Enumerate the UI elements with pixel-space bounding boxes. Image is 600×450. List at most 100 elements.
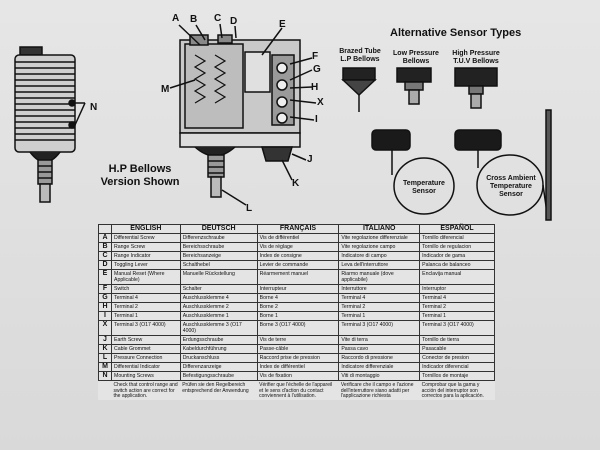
header-english: ENGLISH [111, 224, 181, 234]
table-cell: Terminal 2 [419, 302, 495, 312]
part-label-f: F [312, 51, 319, 62]
part-label-i: I [315, 114, 318, 125]
sensor-label-cross-2: Temperature [490, 183, 532, 190]
table-cell: Borne 1 [256, 311, 340, 321]
part-label-g: G [313, 64, 321, 75]
sensor-label-temp-1: Temperature [403, 180, 445, 187]
table-cell: Enclavija manual [419, 269, 495, 285]
table-cell: Range Screw [111, 242, 181, 252]
table-cell: Differenzschraube [179, 233, 258, 243]
table-cell: Switch [111, 284, 181, 294]
row-letter: L [98, 353, 112, 363]
table-cell: Bereichsschraube [179, 242, 258, 252]
part-label-l: L [246, 203, 253, 214]
header-letter [98, 224, 112, 234]
sensor-label-lp-1: Low Pressure [393, 50, 439, 57]
table-cell: Differential Indicator [111, 362, 181, 372]
sensor-label-cross-1: Cross Ambient [486, 175, 536, 182]
row-letter: I [98, 311, 112, 321]
part-label-e: E [279, 19, 286, 30]
row-letter: G [98, 293, 112, 303]
table-cell: Kabeldurchführung [179, 344, 258, 354]
table-cell: Terminal 2 [338, 302, 421, 312]
table-cell: Befestigungsschraube [179, 371, 258, 381]
part-label-a: A [172, 13, 180, 24]
table-cell: Terminal 1 [338, 311, 421, 321]
part-label-d: D [230, 16, 238, 27]
table-cell: Passa cavo [338, 344, 421, 354]
footer-francais: Vérifier que l'échelle de l'appareil et … [259, 382, 333, 400]
table-cell: Mounting Screws [111, 371, 181, 381]
sensor-label-cross-3: Sensor [499, 191, 523, 198]
table-cell: Terminal 1 [419, 311, 495, 321]
row-letter: F [98, 284, 112, 294]
row-letter: H [98, 302, 112, 312]
table-cell: Tornillo de tierra [419, 335, 495, 345]
table-cell: Bereichsanzeige [179, 251, 258, 261]
table-cell: Indicador diferencial [419, 362, 495, 372]
table-footer-row: Check that control range and switch acti… [99, 381, 495, 400]
footer-italiano: Verificare che il campo e l'azione dell'… [340, 382, 414, 400]
row-letter: E [98, 269, 112, 285]
table-cell: Auschlussklemme 4 [179, 293, 258, 303]
table-cell: Auschlussklemme 2 [179, 302, 258, 312]
table-cell: Levier de commande [256, 260, 340, 270]
sensor-label-hp: High Pressure T.U.V Bellows [448, 50, 504, 66]
sensor-label-cross: Cross Ambient Temperature Sensor [482, 175, 540, 199]
sensor-label-brazed-2: L.P Bellows [340, 56, 380, 63]
table-cell: Viti di montaggio [338, 371, 421, 381]
row-letter: X [98, 320, 112, 336]
pressure-switch-diagram [14, 23, 552, 221]
alt-sensor-title: Alternative Sensor Types [390, 27, 522, 39]
table-cell: Auschlussklemme 1 [179, 311, 258, 321]
table-cell: Riarmo manuale (dove applicabile) [338, 269, 421, 285]
bellows-caption: H.P Bellows Version Shown [100, 163, 180, 189]
table-cell: Druckanschluss [179, 353, 258, 363]
table-cell: Tornillo de regulacion [419, 242, 495, 252]
sensor-label-hp-1: High Pressure [452, 50, 500, 57]
table-cell: Terminal 4 [111, 293, 181, 303]
table-cell: Schalter [179, 284, 258, 294]
table-cell: Interrupteur [256, 284, 340, 294]
part-label-m: M [161, 84, 170, 95]
table-cell: Passe-câble [256, 344, 340, 354]
table-cell: Borne 2 [256, 302, 340, 312]
table-cell: Indicador de gama [419, 251, 495, 261]
row-letter: D [98, 260, 112, 270]
table-cell: Tornillo diferencial [419, 233, 495, 243]
table-cell: Terminal 3 (O17 4000) [111, 320, 181, 336]
row-letter: C [98, 251, 112, 261]
table-cell: Differenzanzeige [179, 362, 258, 372]
table-header-row: ENGLISH DEUTSCH FRANÇAIS ITALIANO ESPAÑO… [98, 224, 495, 234]
part-label-k: K [292, 178, 300, 189]
table-cell: Pressure Connection [111, 353, 181, 363]
sensor-label-lp: Low Pressure Bellows [390, 50, 442, 66]
table-cell: Auschlussklemme 3 (O17 4000) [179, 320, 258, 336]
table-cell: Conector de presion [419, 353, 495, 363]
table-cell: Raccordo di pressione [338, 353, 421, 363]
header-italiano: ITALIANO [338, 224, 421, 234]
sensor-label-lp-2: Bellows [402, 58, 430, 65]
table-cell: Terminal 2 [111, 302, 181, 312]
row-letter: M [98, 362, 112, 372]
table-cell: Terminal 4 [338, 293, 421, 303]
table-cell: Terminal 1 [111, 311, 181, 321]
bellows-caption-line2: Version Shown [100, 176, 180, 188]
table-cell: Terminal 3 (O17 4000) [419, 320, 495, 336]
footer-deutsch: Prüfen sie den Regelbereich entsprechend… [182, 382, 249, 394]
table-cell: Indicatore differenziale [338, 362, 421, 372]
header-deutsch: DEUTSCH [179, 224, 258, 234]
table-cell: Vis de différentiel [256, 233, 340, 243]
table-cell: Palanca de balanceo [419, 260, 495, 270]
